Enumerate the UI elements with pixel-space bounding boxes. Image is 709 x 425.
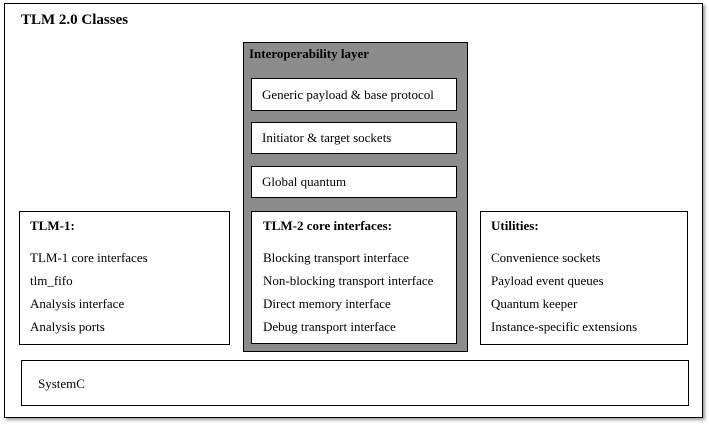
tlm1-box [19,211,230,345]
sockets-label: Initiator & target sockets [262,130,392,145]
systemc-label: SystemC [38,376,85,391]
tlm2-core-item: Non-blocking transport interface [263,273,434,288]
tlm2-core-interfaces-box [251,211,457,344]
tlm2-core-item: Debug transport interface [263,319,396,334]
generic-payload-box: Generic payload & base protocol [251,78,457,111]
tlm1-item: Analysis ports [30,319,105,334]
tlm2-core-heading: TLM-2 core interfaces: [263,218,392,233]
utilities-item: Instance-specific extensions [491,319,638,334]
tlm2-core-item: Blocking transport interface [263,250,409,265]
global-quantum-box: Global quantum [251,166,457,198]
utilities-item: Payload event queues [491,273,604,288]
utilities-box [480,211,688,345]
sockets-box: Initiator & target sockets [251,122,457,154]
utilities-heading: Utilities: [491,218,539,233]
diagram-title: TLM 2.0 Classes [21,12,129,28]
global-quantum-label: Global quantum [262,174,347,189]
tlm1-heading: TLM-1: [30,218,75,233]
utilities-item: Convenience sockets [491,250,601,265]
generic-payload-label: Generic payload & base protocol [262,87,434,102]
tlm2-core-item: Direct memory interface [263,296,391,311]
tlm1-item: TLM-1 core interfaces [30,250,148,265]
interoperability-layer-title: Interoperability layer [249,46,369,61]
tlm1-item: tlm_fifo [30,273,73,288]
tlm1-item: Analysis interface [30,296,125,311]
utilities-item: Quantum keeper [491,296,578,311]
systemc-box [21,360,689,406]
